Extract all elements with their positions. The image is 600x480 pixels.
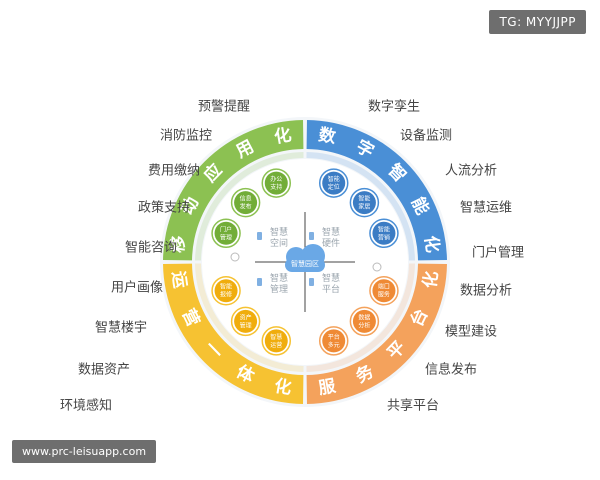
left-label: 智慧楼宇	[95, 320, 147, 336]
left-label: 用户画像	[111, 280, 163, 296]
segment-arc-2	[163, 263, 304, 404]
right-label: 模型建设	[445, 325, 497, 340]
node-label: 平台	[328, 333, 340, 341]
core-label: 智慧	[270, 226, 288, 238]
node-label: 发布	[240, 203, 252, 211]
core-label: 平台	[322, 283, 340, 295]
node-circle	[322, 329, 346, 353]
node-label: 报修	[220, 291, 232, 299]
core-label: 空间	[270, 237, 288, 249]
segment-title-char: 化	[420, 234, 443, 254]
node-label: 管理	[240, 321, 252, 329]
right-label: 数据分析	[460, 284, 512, 299]
right-label: 智慧运维	[460, 200, 512, 216]
core-label: 硬件	[322, 237, 340, 249]
node-label: 管理	[220, 233, 232, 241]
node-label: 智能	[358, 195, 370, 203]
left-label: 环境感知	[60, 398, 112, 414]
left-label: 数据资产	[78, 363, 130, 378]
segment-title-char: 服	[317, 376, 338, 399]
node-label: 数据	[358, 313, 370, 321]
segment-arc-3	[163, 120, 304, 261]
node-label: 信息	[240, 195, 252, 203]
node-label: 门户	[220, 225, 232, 233]
segment-inner-band-1	[306, 263, 415, 372]
node-circle	[372, 221, 396, 245]
node-circle	[352, 309, 376, 333]
left-label: 费用缴纳	[148, 164, 200, 179]
right-label: 数字孪生	[368, 99, 420, 115]
node-circle	[322, 171, 346, 195]
right-label: 信息发布	[425, 362, 477, 378]
left-label: 智能咨询	[125, 241, 177, 256]
node-label: 智能	[378, 225, 390, 233]
segment-inner-band-2	[195, 263, 304, 372]
segment-title-char: 化	[273, 375, 293, 399]
telegram-badge: TG: MYYJJPP	[489, 10, 586, 34]
segment-inner-band-0	[306, 152, 415, 261]
node-label: 分析	[358, 321, 370, 329]
core-label: 智慧	[322, 272, 340, 284]
node-circle	[234, 191, 258, 215]
node-label: 多元	[328, 341, 340, 349]
decor-dot-icon	[372, 262, 382, 272]
node-label: 端口	[378, 283, 390, 291]
node-label: 支持	[270, 183, 282, 191]
segment-title-char: 化	[273, 124, 293, 148]
node-label: 智能	[220, 283, 232, 291]
node-label: 办公	[270, 175, 282, 183]
left-label: 政策支持	[138, 200, 190, 216]
core-label: 智慧	[270, 272, 288, 284]
segment-title-char: 化	[419, 270, 442, 290]
website-badge: www.prc-leisuapp.com	[12, 440, 157, 463]
node-label: 服务	[378, 291, 390, 299]
core-icon	[309, 278, 314, 286]
node-circle	[214, 221, 238, 245]
core-icon	[257, 232, 262, 240]
node-label: 家居	[358, 203, 370, 211]
segment-inner-band-3	[195, 152, 304, 261]
node-circle	[264, 329, 288, 353]
node-circle	[214, 279, 238, 303]
left-label: 预警提醒	[198, 99, 250, 115]
node-label: 定位	[328, 183, 340, 191]
segment-title-char: 数	[317, 124, 338, 148]
node-label: 资产	[240, 313, 252, 321]
core-icon	[257, 278, 262, 286]
right-label: 共享平台	[387, 398, 439, 414]
node-label: 智慧	[270, 333, 282, 341]
segment-arc-0	[306, 120, 447, 261]
core-icon	[309, 232, 314, 240]
left-label: 消防监控	[160, 128, 212, 144]
node-label: 运营	[270, 341, 282, 349]
decor-dot-icon	[230, 252, 240, 262]
right-label: 设备监测	[400, 128, 452, 144]
node-label: 营销	[378, 233, 390, 241]
node-circle	[234, 309, 258, 333]
right-label: 门户管理	[472, 245, 524, 261]
node-circle	[264, 171, 288, 195]
right-label: 人流分析	[445, 164, 497, 179]
core-label: 智慧	[322, 226, 340, 238]
segment-title-char: 移	[167, 234, 190, 254]
segment-arc-1	[306, 263, 447, 404]
center-label: 智慧园区	[291, 259, 319, 268]
cloud-icon	[285, 258, 325, 272]
node-circle	[372, 279, 396, 303]
node-circle	[352, 191, 376, 215]
core-label: 管理	[270, 283, 288, 295]
segment-title-char: 运	[168, 270, 190, 290]
node-label: 智能	[328, 175, 340, 183]
